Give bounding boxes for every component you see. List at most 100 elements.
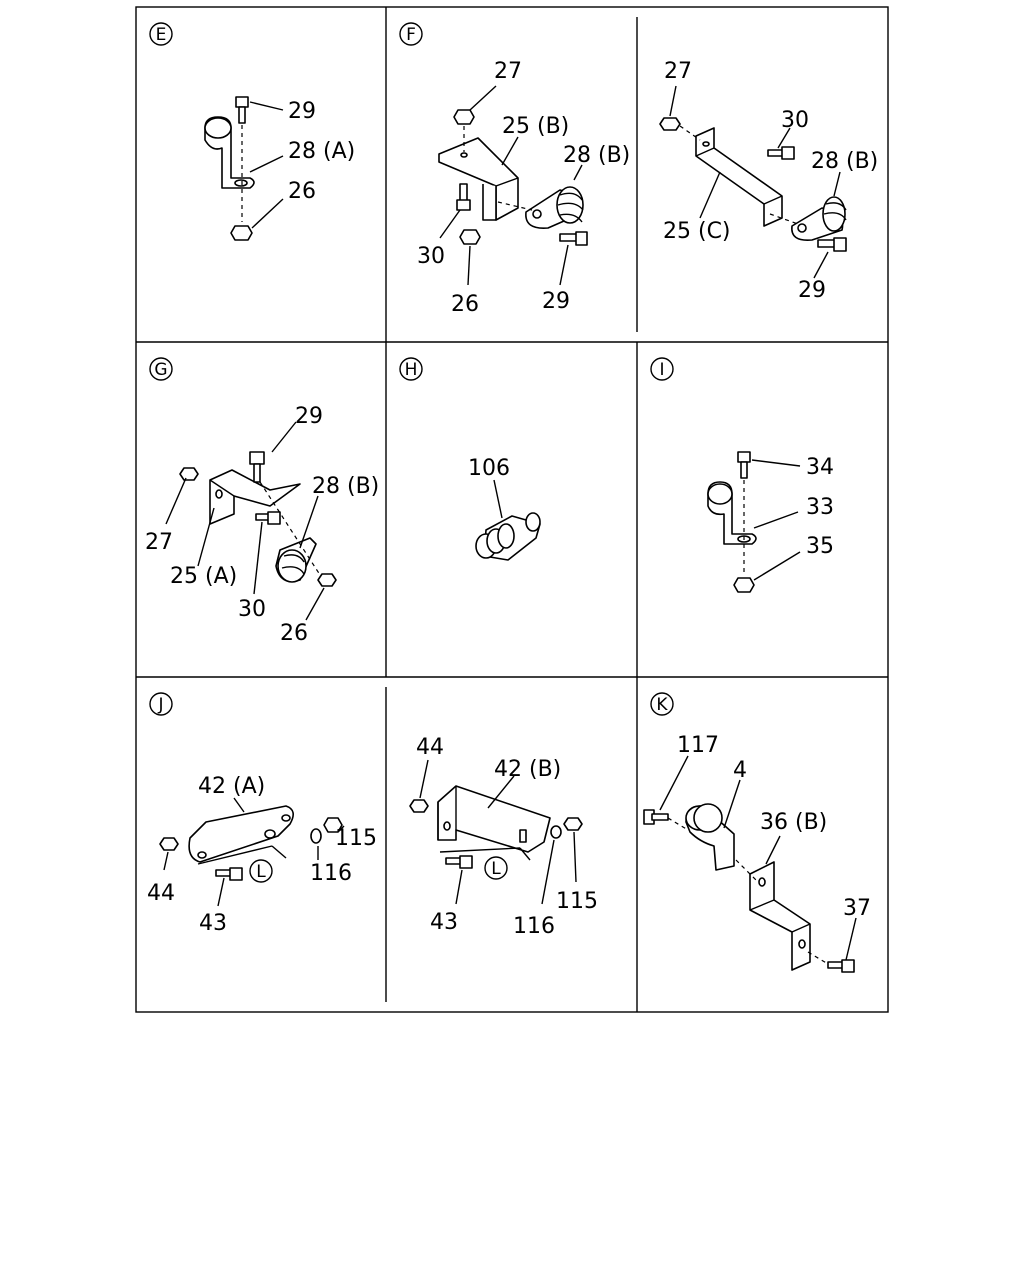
callout-25c: 25 (C) xyxy=(663,219,731,244)
callout-116: 116 xyxy=(310,861,352,886)
callout-34: 34 xyxy=(806,455,834,480)
ref-l: L xyxy=(256,862,266,882)
bolt-43 xyxy=(215,867,243,881)
svg-text:G: G xyxy=(154,360,167,380)
bolt-30 xyxy=(456,183,471,211)
bolt-30 xyxy=(767,146,795,160)
callout-33: 33 xyxy=(806,495,834,520)
bolt-29 xyxy=(235,96,249,124)
panel-j: L 42 (A) 115 116 44 43 xyxy=(147,774,377,936)
nut-44 xyxy=(409,799,429,813)
section-marker-f: F xyxy=(399,22,423,46)
section-marker-i: I xyxy=(650,357,674,381)
svg-text:I: I xyxy=(659,360,664,380)
nut-115 xyxy=(563,817,583,831)
nut-44 xyxy=(159,837,179,851)
connector-106 xyxy=(475,512,541,561)
bolt-29 xyxy=(817,237,847,252)
bolt-34 xyxy=(737,451,751,479)
section-marker-h: H xyxy=(399,357,423,381)
callout-106: 106 xyxy=(468,456,510,481)
callout-30: 30 xyxy=(417,244,445,269)
callout-27: 27 xyxy=(664,59,692,84)
callout-28a: 28 (A) xyxy=(288,139,355,164)
callout-29: 29 xyxy=(798,278,826,303)
panel-g: 29 28 (B) 27 25 (A) 30 26 xyxy=(145,404,379,646)
clamp-4 xyxy=(685,803,735,871)
nut-26 xyxy=(459,229,481,245)
callout-115: 115 xyxy=(335,826,377,851)
nut-27 xyxy=(453,109,475,125)
panel-h: 106 xyxy=(468,456,541,561)
clamp-28b xyxy=(525,186,584,229)
callout-37: 37 xyxy=(843,896,871,921)
section-marker-k: K xyxy=(650,692,674,716)
nut-35 xyxy=(733,577,755,593)
svg-text:L: L xyxy=(491,859,501,879)
bolt-29 xyxy=(559,231,588,246)
nut-27 xyxy=(659,117,681,131)
panel-e: 29 28 (A) 26 xyxy=(204,96,355,241)
callout-26: 26 xyxy=(288,179,316,204)
bracket-25b xyxy=(438,137,519,221)
diagram-frame xyxy=(135,6,889,1013)
clamp-28b xyxy=(275,537,317,583)
callout-42b: 42 (B) xyxy=(494,757,561,782)
callout-44: 44 xyxy=(147,881,175,906)
callout-25a: 25 (A) xyxy=(170,564,237,589)
svg-text:F: F xyxy=(406,25,416,45)
bolt-29 xyxy=(249,451,265,483)
bracket-36b xyxy=(749,861,811,971)
bolt-117 xyxy=(643,809,669,825)
bracket-42a xyxy=(188,805,294,863)
callout-26: 26 xyxy=(451,292,479,317)
callout-29: 29 xyxy=(542,289,570,314)
nut-27 xyxy=(179,467,199,481)
section-marker-g: G xyxy=(149,357,173,381)
callout-36b: 36 (B) xyxy=(760,810,827,835)
panel-i: 34 33 35 xyxy=(707,451,834,593)
callout-28b: 28 (B) xyxy=(563,143,630,168)
callout-116: 116 xyxy=(513,914,555,939)
callout-25b: 25 (B) xyxy=(502,114,569,139)
callout-27: 27 xyxy=(494,59,522,84)
bolt-43 xyxy=(445,855,473,869)
callout-115: 115 xyxy=(556,889,598,914)
callout-4: 4 xyxy=(733,758,747,783)
callout-26: 26 xyxy=(280,621,308,646)
washer-116 xyxy=(310,828,322,844)
bracket-25a xyxy=(209,469,301,525)
nut-26 xyxy=(317,573,337,587)
callout-30: 30 xyxy=(238,597,266,622)
svg-text:K: K xyxy=(656,695,668,715)
callout-43: 43 xyxy=(199,911,227,936)
callout-28b: 28 (B) xyxy=(811,149,878,174)
clamp-28b xyxy=(791,196,847,242)
section-marker-e: E xyxy=(149,22,173,46)
bracket-42b xyxy=(437,785,551,853)
callout-35: 35 xyxy=(806,534,834,559)
callout-44: 44 xyxy=(416,735,444,760)
bolt-37 xyxy=(827,959,855,973)
panel-k: 117 4 36 (B) 37 xyxy=(643,733,871,973)
section-marker-j: J xyxy=(149,692,173,716)
bolt-30 xyxy=(255,511,281,525)
svg-text:J: J xyxy=(157,695,163,715)
callout-117: 117 xyxy=(677,733,719,758)
bracket-25c xyxy=(695,127,783,227)
svg-text:H: H xyxy=(405,360,418,380)
callout-28b: 28 (B) xyxy=(312,474,379,499)
callout-29: 29 xyxy=(288,99,316,124)
panel-f: 27 25 (B) 28 (B) 30 26 29 xyxy=(417,59,630,317)
callout-43: 43 xyxy=(430,910,458,935)
section-marker-e-label: E xyxy=(156,25,167,45)
callout-29: 29 xyxy=(295,404,323,429)
panel-f-right: 27 30 28 (B) 25 (C) 29 xyxy=(659,59,878,303)
panel-j-right: L 44 42 (B) 43 116 115 xyxy=(409,735,598,939)
callout-30: 30 xyxy=(781,108,809,133)
callout-27: 27 xyxy=(145,530,173,555)
callout-42a: 42 (A) xyxy=(198,774,265,799)
nut-26 xyxy=(230,225,253,241)
washer-116 xyxy=(550,825,562,839)
